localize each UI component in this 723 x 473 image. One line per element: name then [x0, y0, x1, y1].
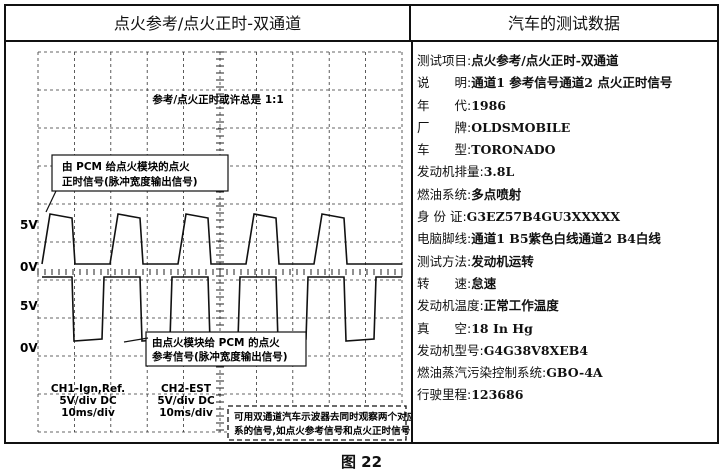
- test-data-row: 燃油系统:多点喷射: [417, 184, 717, 206]
- label-0v-top: 0V: [20, 260, 38, 274]
- scope-grid: [37, 51, 403, 433]
- note-line1: 可用双通道汽车示波器去同时观察两个对应关: [234, 411, 411, 423]
- test-data-value: 发动机运转: [471, 253, 534, 269]
- callout-top-line2: 正时信号(脉冲宽度输出信号): [62, 175, 198, 188]
- test-data-label: 发动机温度:: [417, 298, 484, 314]
- test-data-value: 怠速: [471, 275, 497, 291]
- note-line2: 系的信号,如点火参考信号和点火正时信号: [234, 425, 411, 437]
- test-data-list: 测试项目:点火参考/点火正时-双通道说 明:通道1 参考信号通道2 点火正时信号…: [417, 50, 717, 407]
- test-data-row: 身 份 证:G3EZ57B4GU3XXXXX: [417, 206, 717, 228]
- test-data-value: 通道1 参考信号通道2 点火正时信号: [471, 75, 673, 91]
- callout-bottom-line1: 由点火模块给 PCM 的点火: [152, 336, 280, 349]
- right-header-title: 汽车的测试数据: [411, 6, 717, 42]
- test-data-row: 测试项目:点火参考/点火正时-双通道: [417, 50, 717, 72]
- test-data-value: G4G38V8XEB4: [483, 342, 589, 358]
- test-data-row: 发动机温度:正常工作温度: [417, 295, 717, 317]
- label-5v-bottom: 5V: [20, 299, 38, 313]
- test-data-label: 发动机排量:: [417, 164, 484, 180]
- test-data-label: 测试项目:: [417, 53, 472, 68]
- test-data-value: OLDSMOBILE: [471, 119, 571, 135]
- test-data-label: 行驶里程:: [417, 387, 472, 403]
- ch2-line3: 10ms/div: [159, 407, 213, 419]
- callout-bottom-box: [145, 331, 307, 367]
- test-data-value: 1986: [471, 97, 507, 113]
- callout-top-pointer: [45, 190, 57, 213]
- figure-caption: 图 22: [340, 453, 383, 471]
- test-data-value: 通道1 B5紫色白线通道2 B4白线: [471, 231, 661, 247]
- test-data-row: 年 代:1986: [417, 95, 717, 117]
- test-data-value: 点火参考/点火正时-双通道: [471, 53, 619, 68]
- left-header-title: 点火参考/点火正时-双通道: [6, 6, 411, 42]
- label-5v-top: 5V: [20, 218, 38, 232]
- test-data-label: 测试方法:: [417, 253, 472, 269]
- test-data-label: 身 份 证:: [417, 209, 467, 225]
- test-data-row: 车 型:TORONADO: [417, 139, 717, 161]
- test-data-row: 真 空:18 In Hg: [417, 318, 717, 340]
- test-data-value: G3EZ57B4GU3XXXXX: [466, 209, 621, 225]
- test-data-label: 说 明:: [417, 75, 472, 91]
- ch1-line2: 5V/div DC: [59, 395, 117, 407]
- ch2-line2: 5V/div DC: [157, 395, 215, 407]
- test-data-value: 3.8L: [483, 164, 515, 180]
- waveform-ch1-ign-ref: [42, 276, 402, 342]
- test-data-row: 转 速:怠速: [417, 273, 717, 295]
- callout-bottom-line2: 参考信号(脉冲宽度输出信号): [152, 350, 288, 363]
- test-data-row: 说 明:通道1 参考信号通道2 点火正时信号: [417, 72, 717, 94]
- test-data-row: 发动机排量:3.8L: [417, 161, 717, 183]
- test-data-label: 燃油蒸汽污染控制系统:: [417, 365, 547, 381]
- column-divider: [411, 42, 413, 442]
- ratio-note: 参考/点火正时或许总是 1:1: [152, 93, 283, 106]
- test-data-value: 123686: [471, 387, 524, 403]
- test-data-row: 燃油蒸汽污染控制系统:GBO-4A: [417, 362, 717, 384]
- test-data-row: 发动机型号:G4G38V8XEB4: [417, 340, 717, 362]
- ch2-line1: CH2-EST: [161, 383, 212, 395]
- test-data-row: 厂 牌:OLDSMOBILE: [417, 117, 717, 139]
- test-data-label: 发动机型号:: [417, 342, 484, 358]
- note-box: [227, 405, 407, 441]
- test-data-label: 年 代:: [417, 97, 472, 113]
- callout-top-box: [51, 154, 229, 192]
- test-data-label: 燃油系统:: [417, 186, 472, 202]
- test-data-value: 正常工作温度: [483, 298, 559, 314]
- test-data-label: 电脑脚线:: [417, 231, 472, 247]
- test-data-label: 真 空:: [417, 320, 472, 336]
- test-data-label: 转 速:: [417, 275, 472, 291]
- ch1-line3: 10ms/div: [61, 407, 115, 419]
- waveform-ch2-est: [41, 213, 402, 265]
- test-data-value: 多点喷射: [471, 186, 522, 202]
- test-data-row: 行驶里程:123686: [417, 384, 717, 406]
- test-data-label: 厂 牌:: [417, 119, 472, 135]
- oscilloscope-panel: 5V 0V 5V 0V 参考/点火正时或许总是 1:1 由 PCM 给点火模块的…: [20, 51, 411, 441]
- test-data-value: TORONADO: [471, 142, 556, 158]
- label-0v-bottom: 0V: [20, 341, 38, 355]
- test-data-value: GBO-4A: [546, 365, 603, 381]
- callout-bottom-pointer: [123, 337, 149, 343]
- test-data-label: 车 型:: [417, 142, 472, 158]
- test-data-value: 18 In Hg: [471, 320, 533, 336]
- test-data-row: 电脑脚线:通道1 B5紫色白线通道2 B4白线: [417, 228, 717, 250]
- test-data-row: 测试方法:发动机运转: [417, 251, 717, 273]
- ch1-line1: CH1-Ign,Ref.: [51, 383, 125, 395]
- callout-top-line1: 由 PCM 给点火模块的点火: [62, 160, 190, 173]
- figure-frame: 点火参考/点火正时-双通道 汽车的测试数据 5V 0V 5V 0V 参考/点火正…: [4, 4, 719, 444]
